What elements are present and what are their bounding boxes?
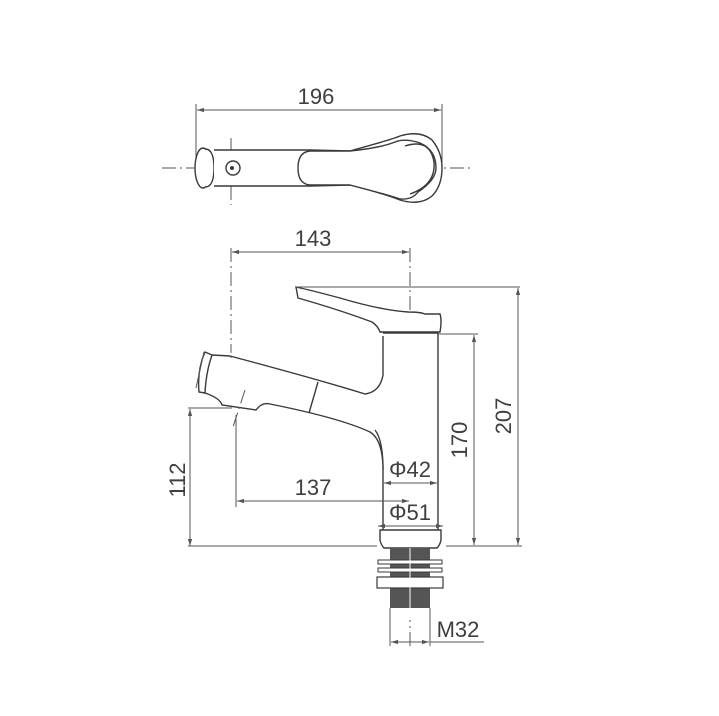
dim-143-label: 143 <box>295 226 332 251</box>
spout-joint <box>308 381 319 414</box>
top-handle-loop <box>404 143 435 195</box>
dim-112-label: 112 <box>165 462 190 497</box>
spout-bottom <box>204 392 384 471</box>
dim-137-label: 137 <box>295 475 332 500</box>
dim-phi51-label: Φ51 <box>389 500 431 525</box>
dim-170-label: 170 <box>447 422 472 459</box>
spray-head <box>197 351 213 394</box>
top-handle <box>297 139 437 200</box>
dim-207-label: 207 <box>491 398 516 435</box>
spout-top <box>211 336 384 395</box>
base-flange <box>379 529 442 549</box>
front-view: 143 112 137 Φ42 Φ51 <box>165 226 522 650</box>
top-view: 196 <box>162 84 470 205</box>
dim-phi42-label: Φ42 <box>389 457 431 482</box>
handle-lever <box>295 286 442 333</box>
spray-head-ring <box>205 148 215 188</box>
dim-196-label: 196 <box>298 84 335 109</box>
dim-m32-label: M32 <box>437 617 480 642</box>
